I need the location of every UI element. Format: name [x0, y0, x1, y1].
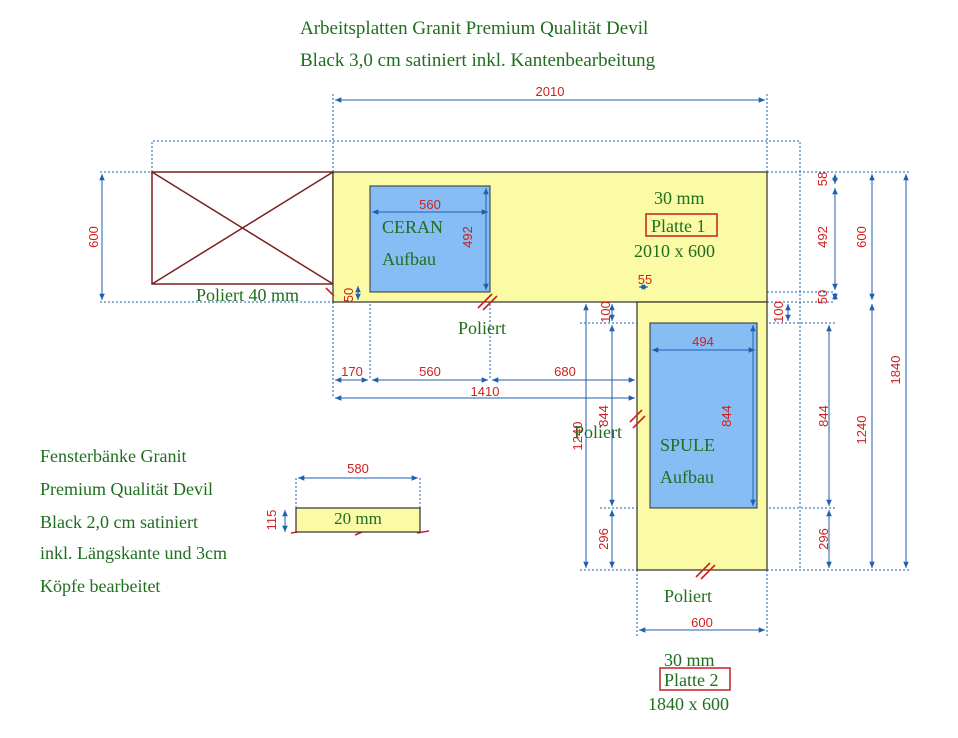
spule-label: SPULE	[660, 435, 715, 455]
dim-right-600: 600	[854, 226, 869, 248]
dim-spule-height: 844	[719, 405, 734, 427]
plate-2-thickness: 30 mm	[664, 650, 715, 670]
plate-1-thickness: 30 mm	[654, 188, 705, 208]
dim-left-100: 100	[598, 301, 613, 323]
dim-right-844: 844	[816, 405, 831, 427]
dim-right-1240: 1240	[854, 416, 869, 445]
edge-polished-top: Poliert	[458, 318, 506, 338]
dim-right-296: 296	[816, 528, 831, 550]
window-sill-thickness: 20 mm	[334, 509, 382, 528]
ceran-cutout	[369, 185, 491, 293]
dim-bottom-600: 600	[691, 615, 713, 630]
dim-left-844: 844	[596, 405, 611, 427]
spule-sublabel: Aufbau	[660, 467, 714, 487]
edge-polished-40: Poliert 40 mm	[196, 285, 299, 305]
dim-sill-115: 115	[264, 510, 279, 531]
sill-note-line-1: Fensterbänke Granit	[40, 446, 186, 466]
plate-1-size: 2010 x 600	[634, 241, 715, 261]
dim-left-1240: 1240	[570, 422, 585, 451]
appliance-crossed-box	[151, 171, 334, 285]
plate-2-label-frame	[659, 667, 731, 691]
dim-right-492: 492	[815, 226, 830, 248]
dim-left-50: 50	[341, 288, 356, 302]
dim-sill-580: 580	[347, 461, 369, 476]
dim-right-58: 58	[815, 172, 830, 186]
sill-note-line-2: Premium Qualität Devil	[40, 479, 213, 499]
dim-1410: 1410	[471, 384, 500, 399]
dim-55: 55	[638, 272, 652, 287]
plate-2-label: Platte 2	[664, 670, 719, 690]
sill-note-line-5: Köpfe bearbeitet	[40, 576, 160, 596]
dim-right-50: 50	[815, 290, 830, 304]
dim-left-296: 296	[596, 528, 611, 550]
dim-170: 170	[341, 364, 363, 379]
dim-560: 560	[419, 364, 441, 379]
dim-ceran-height: 492	[460, 226, 475, 248]
ceran-label: CERAN	[382, 217, 443, 237]
window-sill-slab	[295, 507, 421, 533]
dim-680: 680	[554, 364, 576, 379]
dimension-lines	[99, 97, 909, 633]
edge-polished-bottom: Poliert	[664, 586, 712, 606]
sill-note-line-3: Black 2,0 cm satiniert	[40, 512, 198, 532]
title-line-1: Arbeitsplatten Granit Premium Qualität D…	[300, 18, 648, 39]
dim-right-100: 100	[771, 301, 786, 323]
sill-note-line-4: inkl. Längskante und 3cm	[40, 543, 227, 563]
dim-2010: 2010	[536, 84, 565, 99]
dim-spule-width: 494	[692, 334, 714, 349]
spule-cutout	[649, 322, 758, 509]
polished-edge-markers	[290, 287, 716, 580]
plate-1-label-frame	[645, 213, 718, 237]
dim-ceran-width: 560	[419, 197, 441, 212]
ceran-sublabel: Aufbau	[382, 249, 436, 269]
title-line-2: Black 3,0 cm satiniert inkl. Kantenbearb…	[300, 50, 656, 71]
plate-2-size: 1840 x 600	[648, 694, 729, 714]
plate-1-label: Platte 1	[651, 216, 706, 236]
dim-right-1840: 1840	[888, 356, 903, 385]
dim-left-600: 600	[86, 226, 101, 248]
